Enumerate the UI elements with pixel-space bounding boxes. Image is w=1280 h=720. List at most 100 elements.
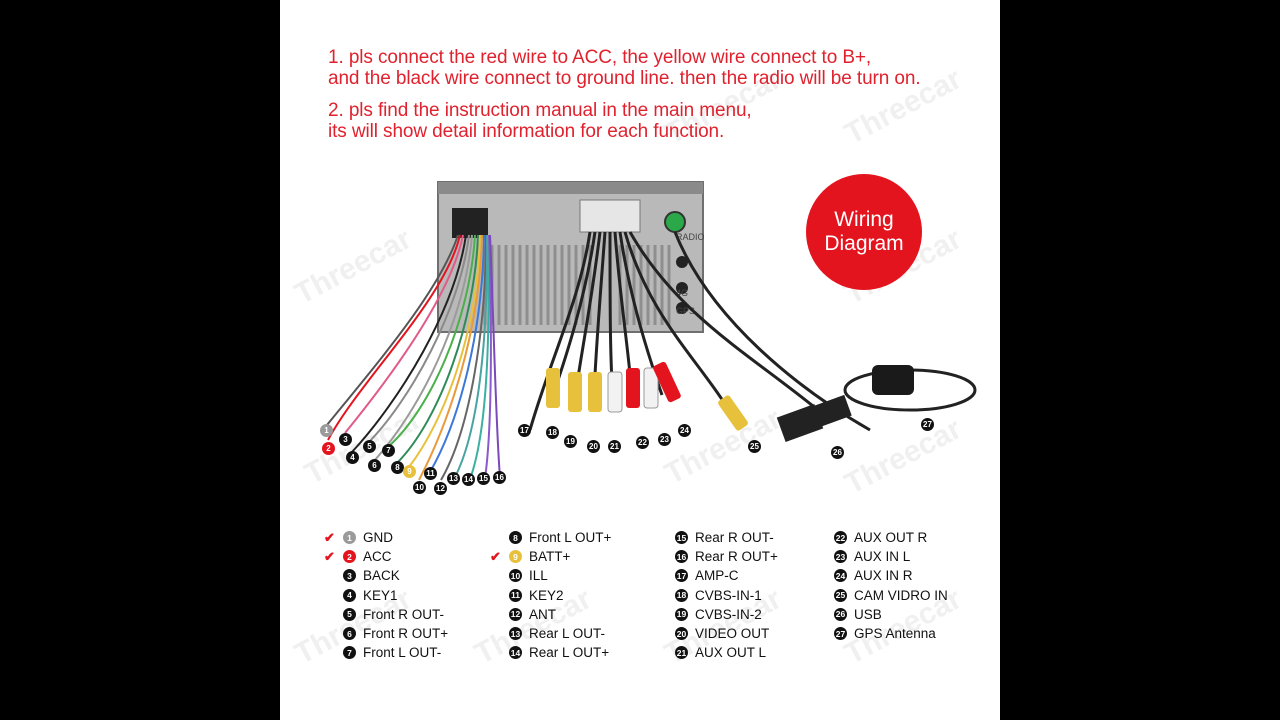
usb-plug — [812, 394, 852, 428]
legend-number: 18 — [675, 588, 688, 602]
legend-number: 14 — [509, 646, 522, 660]
legend-label: ILL — [529, 568, 548, 584]
legend-label: KEY1 — [363, 587, 398, 603]
legend-item: 18 CVBS-IN-1 — [675, 586, 778, 605]
legend-label: Front R OUT+ — [363, 626, 449, 642]
callout-17: 17 — [518, 424, 531, 437]
legend-item: 19 CVBS-IN-2 — [675, 605, 778, 624]
legend-label: CVBS-IN-1 — [695, 587, 762, 603]
legend-number: 15 — [675, 531, 688, 545]
callout-6: 6 — [368, 459, 381, 472]
note-line: and the black wire connect to ground lin… — [328, 68, 921, 89]
callout-16: 16 — [493, 471, 506, 484]
legend-number: 23 — [834, 550, 847, 564]
callout-23: 23 — [658, 433, 671, 446]
rca-plugs — [546, 361, 748, 431]
legend-label: CVBS-IN-2 — [695, 606, 762, 622]
av-connector — [579, 199, 641, 233]
callout-2: 2 — [322, 442, 335, 455]
radio-port-label: RADIO — [676, 232, 705, 242]
legend-item: 21 AUX OUT L — [675, 643, 778, 662]
instruction-note-2: 2. pls find the instruction manual in th… — [328, 100, 752, 142]
callout-15: 15 — [477, 472, 490, 485]
legend-item: 13 Rear L OUT- — [509, 624, 611, 643]
main-harness-connector — [452, 208, 488, 238]
legend-number: 6 — [343, 627, 356, 641]
callout-5: 5 — [363, 440, 376, 453]
radio-top-edge — [438, 182, 703, 194]
legend-label: ANT — [529, 606, 556, 622]
legend-label: BATT+ — [529, 549, 571, 565]
checkmark-icon: ✔ — [324, 529, 335, 545]
legend-number: 17 — [675, 569, 688, 583]
legend-number: 2 — [343, 550, 356, 564]
legend-label: GND — [363, 530, 393, 546]
legend-label: Rear R OUT- — [695, 530, 774, 546]
callout-20: 20 — [587, 440, 600, 453]
legend-number: 12 — [509, 607, 522, 621]
callout-7: 7 — [382, 444, 395, 457]
legend-label: VIDEO OUT — [695, 626, 770, 642]
legend-label: ACC — [363, 549, 392, 565]
legend-item: 4 KEY1 — [343, 586, 448, 605]
gps-port — [664, 211, 686, 233]
port-dot — [676, 282, 688, 294]
legend-label: Rear R OUT+ — [695, 549, 778, 565]
legend-label: GPS Antenna — [854, 626, 936, 642]
legend-number: 25 — [834, 588, 847, 602]
instruction-note-1: 1. pls connect the red wire to ACC, the … — [328, 47, 921, 89]
callout-4: 4 — [346, 451, 359, 464]
wiring-diagram-badge: Wiring Diagram — [806, 174, 922, 290]
legend-number: 11 — [509, 588, 522, 602]
callout-27: 27 — [921, 418, 934, 431]
legend-label: Rear L OUT- — [529, 626, 606, 642]
legend-number: 21 — [675, 646, 688, 660]
legend-label: Front L OUT+ — [529, 530, 612, 546]
callout-12: 12 — [434, 482, 447, 495]
legend-label: USB — [854, 606, 882, 622]
callout-18: 18 — [546, 426, 559, 439]
callout-25: 25 — [748, 440, 761, 453]
legend-item: 15 Rear R OUT- — [675, 528, 778, 547]
legend-label: CAM VIDRO IN — [854, 587, 948, 603]
legend-number: 20 — [675, 627, 688, 641]
legend-label: AUX OUT L — [695, 645, 767, 661]
checkmark-icon: ✔ — [490, 548, 501, 564]
callout-22: 22 — [636, 436, 649, 449]
harness-wires — [326, 234, 501, 481]
callout-1: 1 — [320, 424, 333, 437]
gps-antenna — [872, 365, 914, 395]
gps-port-label: GPS — [676, 306, 695, 316]
callout-8: 8 — [391, 461, 404, 474]
callout-13: 13 — [447, 472, 460, 485]
legend-number: 8 — [509, 531, 522, 545]
legend-number: 13 — [509, 627, 522, 641]
badge-line: Wiring — [834, 208, 894, 231]
legend-number: 4 — [343, 588, 356, 602]
wiring-illustration: RADIO 4G GPS — [326, 181, 977, 481]
note-line: its will show detail information for eac… — [328, 121, 725, 142]
callout-10: 10 — [413, 481, 426, 494]
note-line: 2. pls find the instruction manual in th… — [328, 100, 752, 121]
fourg-port-label: 4G — [676, 288, 688, 298]
legend-number: 7 — [343, 646, 356, 660]
legend-number: 3 — [343, 569, 356, 583]
port-dot — [676, 256, 688, 268]
legend-number: 19 — [675, 607, 688, 621]
usb-plug — [776, 403, 824, 443]
callout-26: 26 — [831, 446, 844, 459]
legend-number: 10 — [509, 569, 522, 583]
legend-item: 10 ILL — [509, 566, 611, 585]
rca-cables — [528, 231, 871, 432]
legend-label: AUX IN R — [854, 568, 913, 584]
